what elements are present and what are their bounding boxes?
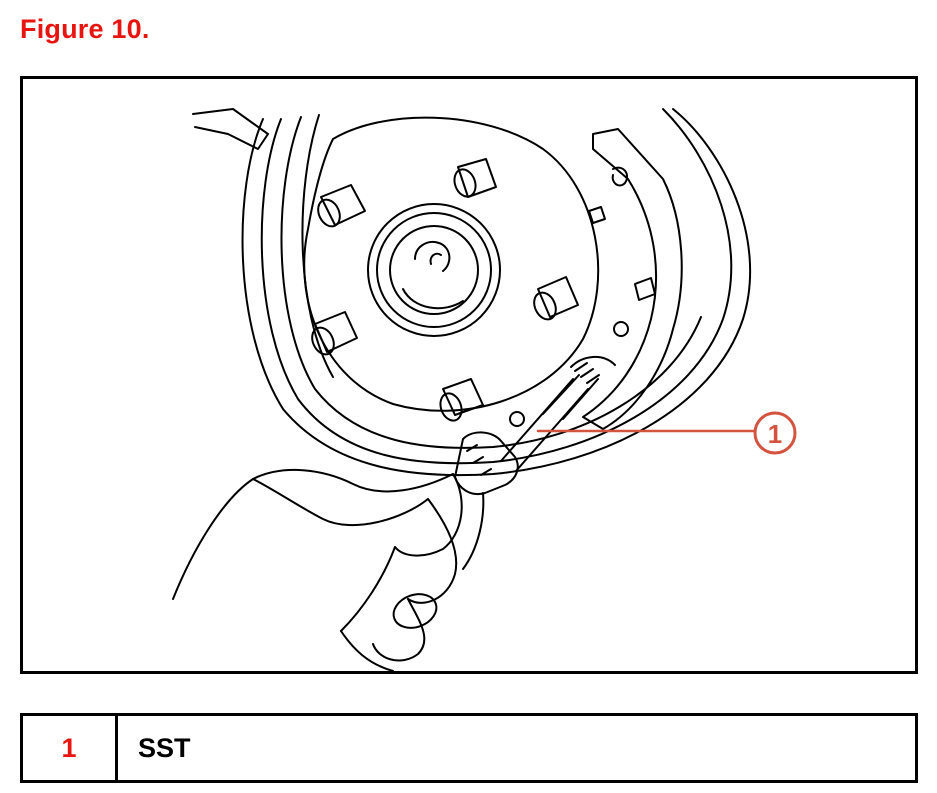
callout-1-label: 1 [768, 419, 782, 449]
hand-illustration [172, 469, 485, 671]
figure-title: Figure 10. [20, 14, 150, 44]
illustration-frame: 1 [20, 76, 918, 674]
wheel-studs [311, 158, 579, 422]
legend-table: 1 SST [20, 713, 918, 783]
legend-item-number: 1 [23, 716, 118, 780]
axle-housing [192, 108, 269, 150]
brake-shoe [509, 128, 683, 430]
callout-leader [536, 411, 797, 455]
drum-rings [241, 108, 752, 477]
legend-item-label: SST [138, 732, 191, 763]
brake-assembly-illustration: 1 [172, 108, 797, 671]
hub-flange [303, 116, 600, 412]
adjuster-bolt [542, 356, 616, 420]
sst-tool [454, 378, 589, 495]
